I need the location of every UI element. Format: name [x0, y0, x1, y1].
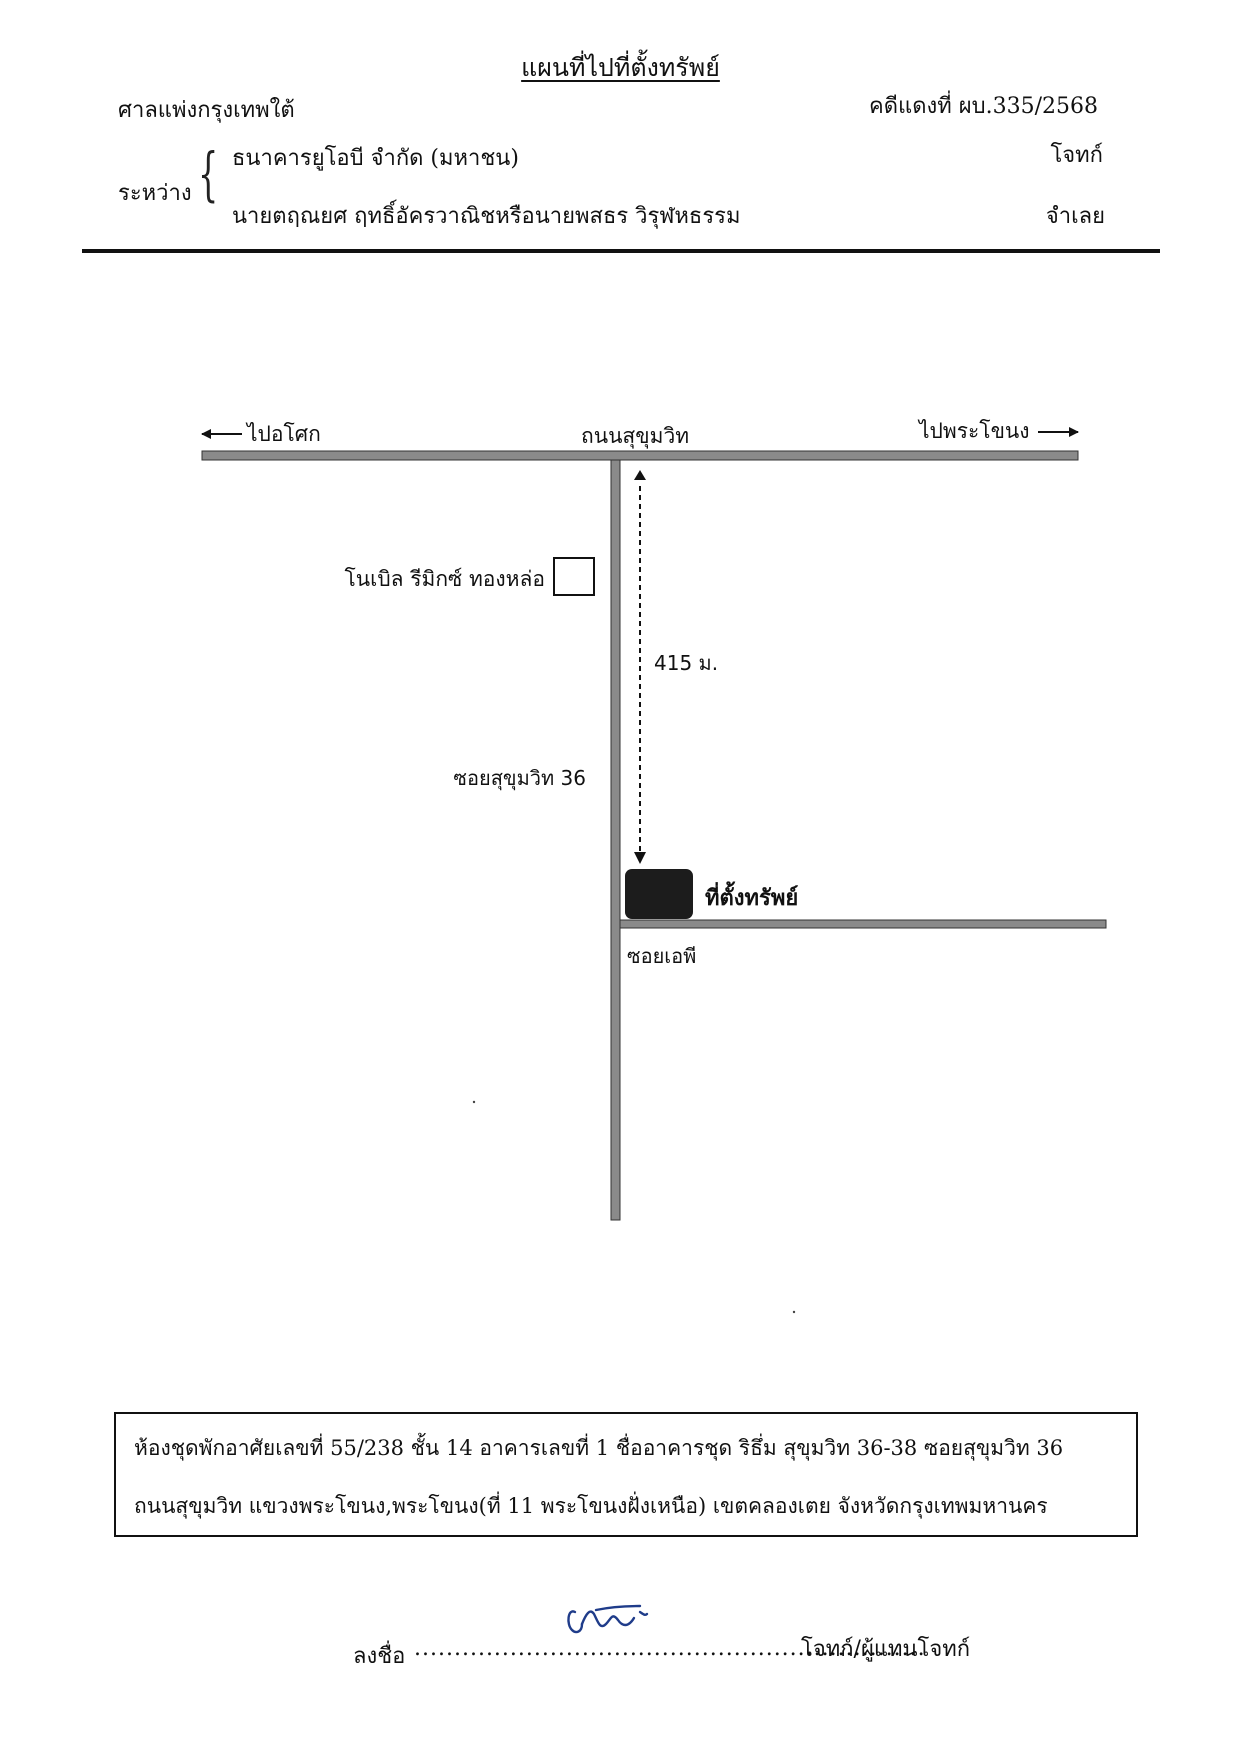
property-label: ที่ตั้งทรัพย์: [705, 881, 798, 911]
landmark-box: [553, 557, 595, 596]
property-marker: [625, 869, 693, 919]
signature-label: ลงชื่อ: [353, 1644, 406, 1669]
side-road: [619, 919, 1107, 929]
to-right-label: ไปพระโขนง: [917, 419, 1030, 443]
distance-arrowhead-top: [634, 470, 646, 480]
soi-road: [610, 459, 621, 1221]
soi-side-label: ซอยเอพี: [627, 944, 696, 968]
main-road: [201, 450, 1079, 461]
between-label: ระหว่าง: [118, 181, 192, 206]
main-road-label: ถนนสุขุมวิท: [581, 424, 689, 449]
document-title: แผนที่ไปที่ตั้งทรัพย์: [521, 53, 720, 82]
plaintiff-role: โจทก์: [1050, 143, 1103, 168]
scan-speck: [472, 1100, 476, 1104]
plaintiff-name: ธนาคารยูโอบี จำกัด (มหาชน): [232, 146, 519, 171]
soi-main-label: ซอยสุขุมวิท 36: [453, 766, 586, 791]
address-line-1: ห้องชุดพักอาศัยเลขที่ 55/238 ชั้น 14 อาค…: [134, 1436, 1064, 1460]
landmark-label: โนเบิล รีมิกซ์ ทองหล่อ: [345, 567, 545, 591]
court-name: ศาลแพ่งกรุงเทพใต้: [118, 98, 295, 123]
defendant-role: จำเลย: [1045, 204, 1105, 229]
to-left-label: ไปอโศก: [245, 422, 321, 446]
handwritten-signature: [567, 1604, 649, 1634]
defendant-name: นายตฤณยศ ฤทธิ์อัครวาณิชหรือนายพสธร วิรุฬ…: [232, 204, 741, 229]
header-divider: [82, 249, 1160, 253]
case-number: คดีแดงที่ ผบ.335/2568: [869, 94, 1098, 119]
distance-label: 415 ม.: [654, 651, 718, 675]
scan-speck: [792, 1310, 796, 1314]
signature-line: ........................................…: [414, 1636, 926, 1661]
parties-brace: {: [198, 140, 219, 208]
signature-role: โจทก์/ผู้แทนโจทก์: [801, 1637, 971, 1662]
distance-arrowhead-bottom: [634, 852, 646, 864]
address-line-2: ถนนสุขุมวิท แขวงพระโขนง,พระโขนง(ที่ 11 พ…: [134, 1494, 1048, 1518]
address-box: [114, 1412, 1138, 1537]
